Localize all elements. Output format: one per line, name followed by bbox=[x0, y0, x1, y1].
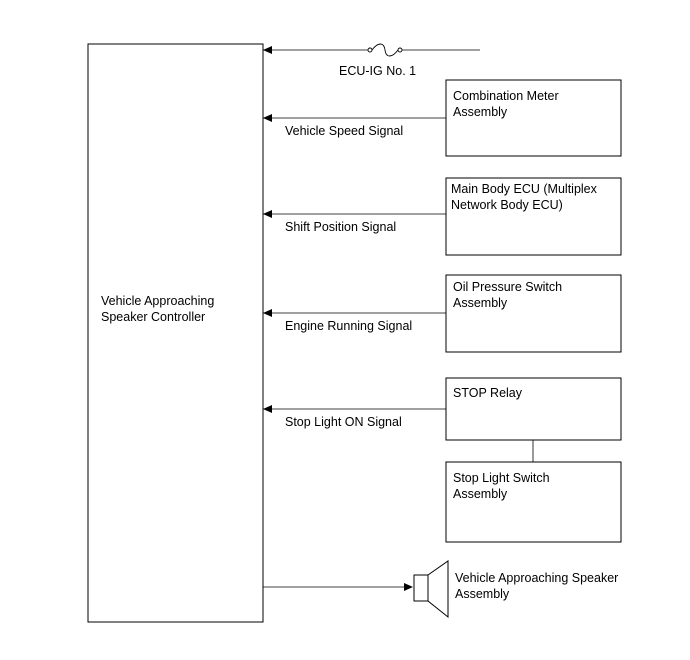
combination-meter-label-line2: Assembly bbox=[453, 105, 508, 119]
fuse-connection bbox=[263, 43, 480, 57]
vehicle-speed-signal-label: Vehicle Speed Signal bbox=[285, 124, 404, 138]
oil-pressure-switch-label: Oil Pressure Switch Assembly bbox=[453, 279, 562, 311]
stop-relay-label-line1: STOP Relay bbox=[453, 386, 523, 400]
stop-light-switch-label-line2: Assembly bbox=[453, 487, 508, 501]
controller-label: Vehicle Approaching Speaker Controller bbox=[101, 293, 214, 325]
speaker-label: Vehicle Approaching Speaker Assembly bbox=[455, 570, 618, 602]
oil-pressure-switch-label-line1: Oil Pressure Switch bbox=[453, 280, 563, 294]
stop-light-on-signal-label: Stop Light ON Signal bbox=[285, 415, 402, 429]
shift-position-signal-label: Shift Position Signal bbox=[285, 220, 397, 234]
fuse-icon bbox=[367, 43, 403, 57]
stop-light-switch-label: Stop Light Switch Assembly bbox=[453, 470, 550, 502]
oil-pressure-switch-box bbox=[445, 274, 622, 353]
controller-label-line1: Vehicle Approaching bbox=[101, 294, 215, 308]
combination-meter-label: Combination Meter Assembly bbox=[453, 88, 559, 120]
combination-meter-label-line1: Combination Meter bbox=[453, 89, 559, 103]
stop-light-switch-box bbox=[445, 461, 622, 543]
controller-label-line2: Speaker Controller bbox=[101, 310, 206, 324]
controller-box bbox=[87, 43, 264, 623]
engine-running-signal-label: Engine Running Signal bbox=[285, 319, 413, 333]
main-body-ecu-label-line2: Network Body ECU) bbox=[451, 198, 563, 212]
signal-line-vehicle-speed bbox=[263, 114, 446, 122]
speaker-icon bbox=[413, 560, 449, 619]
signal-line-stop-light bbox=[263, 405, 446, 413]
speaker-label-line2: Assembly bbox=[455, 587, 510, 601]
speaker-output-line bbox=[263, 583, 413, 591]
stop-relay-label: STOP Relay bbox=[453, 385, 522, 401]
signal-line-shift-position bbox=[263, 210, 446, 218]
main-body-ecu-label: Main Body ECU (Multiplex Network Body EC… bbox=[451, 181, 597, 213]
signal-line-engine-running bbox=[263, 309, 446, 317]
main-body-ecu-box bbox=[445, 177, 622, 256]
stop-light-switch-label-line1: Stop Light Switch bbox=[453, 471, 550, 485]
arrowhead-icon bbox=[263, 46, 272, 54]
speaker-label-line1: Vehicle Approaching Speaker bbox=[455, 571, 619, 585]
oil-pressure-switch-label-line2: Assembly bbox=[453, 296, 508, 310]
fuse-label: ECU-IG No. 1 bbox=[339, 64, 417, 78]
main-body-ecu-label-line1: Main Body ECU (Multiplex bbox=[451, 182, 597, 196]
